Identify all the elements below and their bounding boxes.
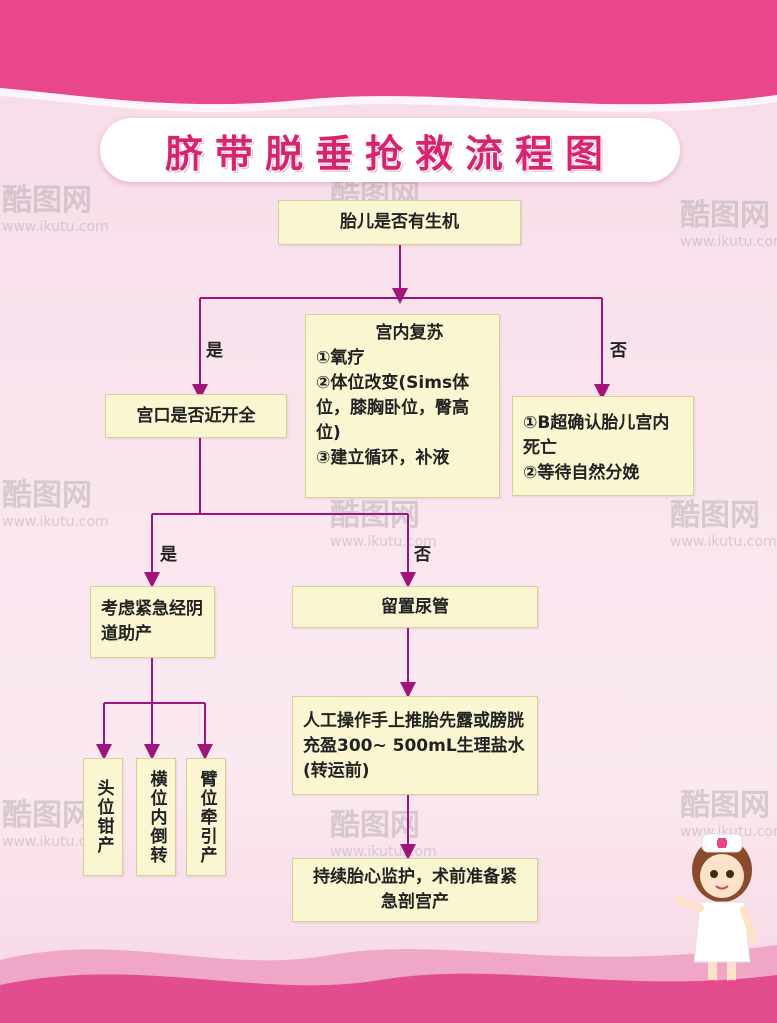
node-manual-elevation: 人工操作手上推胎先露或膀胱充盈300~ 500mL生理盐水(转运前) <box>292 696 538 795</box>
resuscitation-item: ①氧疗 <box>316 348 365 368</box>
nurse-illustration <box>676 833 758 988</box>
node-cervix-dilated: 宫口是否近开全 <box>105 394 287 438</box>
branch-label-no: 否 <box>414 545 431 565</box>
top-band <box>0 0 777 105</box>
page-title: 脐带脱垂抢救流程图 <box>100 118 680 182</box>
branch-label-yes: 是 <box>160 545 177 565</box>
fetal-death-item: ②等待自然分娩 <box>523 463 640 483</box>
resuscitation-title: 宫内复苏 <box>375 323 444 343</box>
resuscitation-item: ③建立循环，补液 <box>316 448 450 468</box>
node-internal-version: 横位内倒转 <box>136 758 176 876</box>
branch-label-yes: 是 <box>206 341 223 361</box>
bottom-wave <box>0 973 777 1023</box>
node-urinary-catheter: 留置尿管 <box>292 586 538 628</box>
node-vaginal-delivery: 考虑紧急经阴道助产 <box>90 586 215 658</box>
node-forceps-delivery: 头位钳产 <box>83 758 123 876</box>
node-cesarean-preparation: 持续胎心监护，术前准备紧急剖宫产 <box>292 858 538 922</box>
node-breech-extraction: 臂位牵引产 <box>186 758 226 876</box>
branch-label-no: 否 <box>610 341 627 361</box>
node-fetal-viability: 胎儿是否有生机 <box>278 200 521 245</box>
resuscitation-item: ②体位改变(Sims体位，膝胸卧位，臀高位) <box>316 373 470 443</box>
node-intrauterine-resuscitation: 宫内复苏 ①氧疗 ②体位改变(Sims体位，膝胸卧位，臀高位) ③建立循环，补液 <box>305 314 500 498</box>
fetal-death-item: ①B超确认胎儿宫内死亡 <box>523 413 670 458</box>
node-fetal-death: ①B超确认胎儿宫内死亡 ②等待自然分娩 <box>512 396 694 496</box>
